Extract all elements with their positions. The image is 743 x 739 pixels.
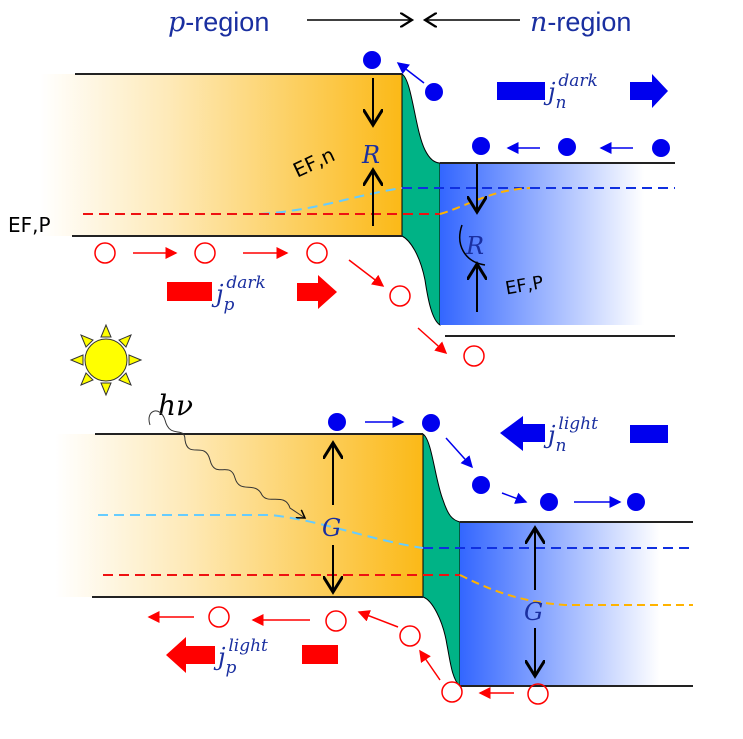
depletion-region — [422, 433, 461, 688]
electron-quasi-fermi-curve — [259, 187, 403, 215]
hole — [463, 345, 485, 367]
n-region-label: n-region — [530, 7, 631, 38]
photon-wave-icon — [148, 410, 305, 518]
jn-dark-bar — [497, 82, 545, 100]
depletion-region — [401, 73, 441, 326]
hole — [306, 242, 328, 264]
p-region-label: p-region — [168, 7, 269, 38]
recombination-label-p: R — [361, 141, 380, 169]
sun-icon — [69, 323, 143, 397]
electron — [363, 51, 381, 69]
light-panel: hν G G jnlight jplight — [55, 389, 695, 705]
jp-light-label: jplight — [213, 636, 268, 678]
electron-quasi-fermi-curve — [98, 514, 424, 549]
generation-label-p: G — [322, 514, 341, 542]
hole — [194, 242, 216, 264]
electron — [422, 414, 440, 432]
electron — [425, 83, 443, 101]
jp-light-bar — [302, 645, 338, 664]
fermi-p-pointer — [459, 224, 486, 266]
hole — [94, 242, 116, 264]
hole — [399, 625, 421, 647]
hole-arrow-icon — [357, 610, 399, 628]
electron — [472, 137, 490, 155]
hole-arrow-icon — [417, 327, 448, 354]
recombination-label-n: R — [465, 232, 484, 260]
hole — [325, 610, 347, 632]
electron-arrow-icon — [445, 437, 474, 469]
hole-arrow-icon — [348, 259, 385, 287]
fermi-p-handwritten-label: EF,P — [8, 213, 51, 237]
n-region-band — [440, 163, 680, 325]
hole — [389, 285, 411, 307]
generation-label-n: G — [524, 598, 543, 626]
jn-light-bar — [630, 425, 668, 443]
jp-dark-label: jpdark — [211, 273, 266, 315]
p-region-band — [55, 434, 423, 597]
electron-arrow-icon — [501, 492, 528, 504]
jn-dark-label: jndark — [543, 71, 598, 113]
hole-arrow-icon — [419, 649, 441, 681]
electron — [328, 413, 346, 431]
jn-light-label: jnlight — [543, 414, 598, 456]
electron-arrow-icon — [396, 62, 425, 84]
electron — [558, 138, 576, 156]
hole — [441, 681, 463, 703]
jn-light-arrow-left-icon — [500, 416, 545, 451]
p-region-band — [40, 74, 402, 236]
jp-dark-bar — [167, 282, 212, 301]
jp-dark-arrow-right-icon — [297, 275, 337, 309]
electron — [540, 493, 558, 511]
electron — [472, 476, 490, 494]
dark-panel: R R EF,n EF,P EF,P jndark jpdark — [8, 51, 680, 367]
hole — [527, 683, 549, 705]
hole-quasi-fermi-curve — [459, 574, 693, 606]
electron — [652, 139, 670, 157]
hole — [208, 606, 230, 628]
jn-dark-arrow-right-icon — [630, 74, 668, 108]
electron — [627, 493, 645, 511]
jp-light-arrow-left-icon — [166, 637, 215, 673]
